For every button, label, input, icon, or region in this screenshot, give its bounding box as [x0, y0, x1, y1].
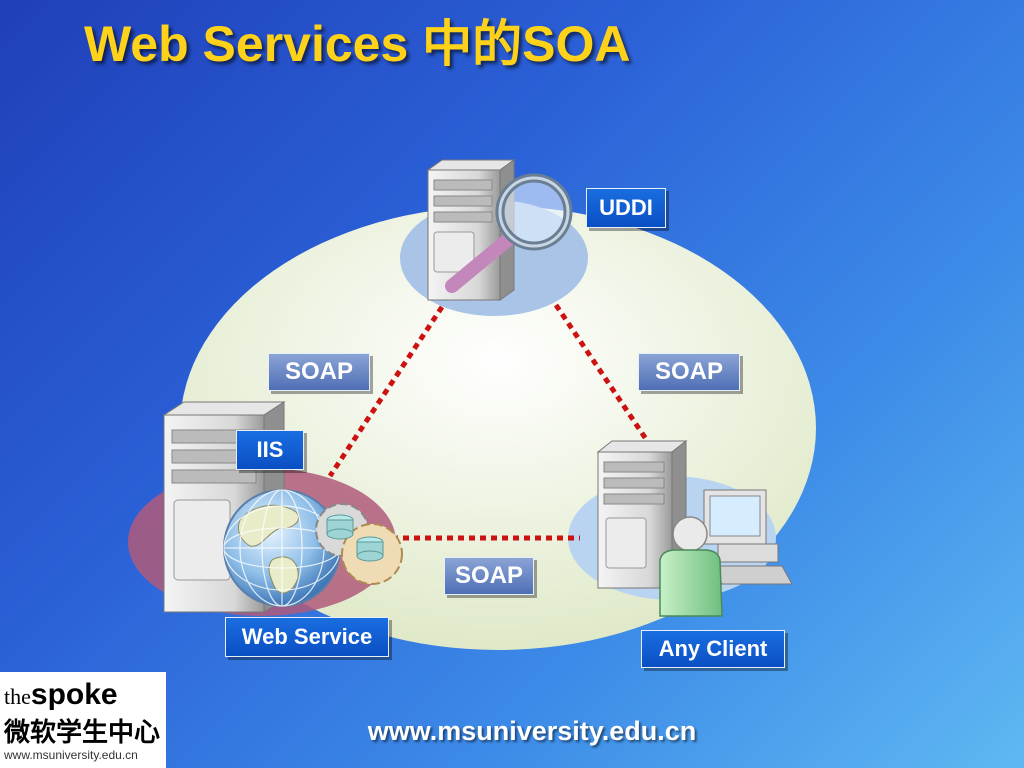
any-client-label: Any Client [641, 630, 785, 668]
logo-chinese-name: 微软学生中心 [4, 717, 161, 747]
web-service-label: Web Service [225, 617, 389, 657]
soap-label-left: SOAP [268, 353, 370, 391]
uddi-label: UDDI [586, 188, 666, 228]
logo-brand-prefix: the [4, 684, 31, 709]
desktop-computer-icon [703, 489, 793, 585]
logo-url: www.msuniversity.edu.cn [4, 748, 138, 762]
uddi-server-icon [426, 159, 516, 301]
logo-brand-line: thespoke [4, 678, 118, 712]
soap-connectors [327, 303, 651, 541]
connector-uddi-client [553, 303, 651, 444]
soap-label-right: SOAP [638, 353, 740, 391]
spoke-logo: thespoke 微软学生中心 www.msuniversity.edu.cn [0, 672, 166, 768]
soap-label-bottom: SOAP [444, 557, 534, 595]
user-icon [659, 516, 723, 617]
page-title: Web Services 中的SOA [84, 16, 631, 72]
logo-brand-name: spoke [30, 678, 118, 711]
gears-icon [315, 503, 403, 585]
footer-url[interactable]: www.msuniversity.edu.cn [367, 716, 697, 746]
magnifier-icon [445, 173, 573, 293]
connector-uddi-webservice [327, 305, 445, 478]
iis-label: IIS [236, 430, 304, 470]
